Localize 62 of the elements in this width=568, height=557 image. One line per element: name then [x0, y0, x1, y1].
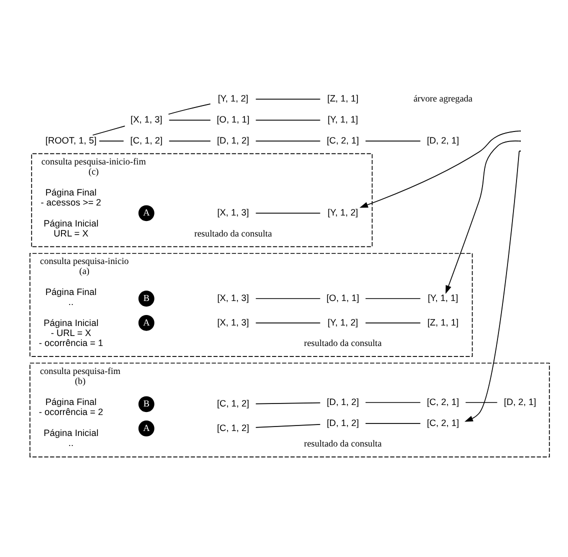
connector [365, 322, 421, 324]
connector [255, 98, 321, 100]
connector [168, 104, 211, 115]
node-text: [C, 2, 1] [426, 418, 460, 428]
node-text: [Y, 1, 2] [218, 94, 248, 104]
label: árvore agregada [413, 94, 472, 104]
connector [365, 423, 421, 424]
node-circle: A [138, 205, 154, 222]
node-text: [C, 1, 2] [130, 135, 163, 146]
connector [255, 424, 321, 428]
node-text: [Y, 1, 1] [328, 114, 358, 125]
node-text: [C, 2, 1] [426, 396, 460, 407]
connector [255, 298, 321, 300]
connector [255, 402, 321, 404]
node-text: [Y, 1, 1] [428, 292, 458, 303]
node-text: Página Inicial .. [44, 428, 98, 448]
label: resultado da consulta [194, 228, 272, 238]
connector [98, 140, 124, 142]
connector [255, 140, 321, 142]
node-text: [X, 1, 3] [130, 114, 162, 125]
node-text: Página Final .. [45, 287, 97, 308]
connector [465, 402, 498, 403]
connector [255, 212, 321, 214]
label: resultado da consulta [304, 338, 382, 348]
node-circle: B [138, 396, 154, 412]
node-text: [C, 1, 2] [216, 398, 250, 409]
node-text: [D, 2, 1] [426, 135, 460, 146]
node-text: [X, 1, 3] [217, 317, 249, 328]
label: resultado da consulta [304, 438, 382, 449]
node-text: Página Inicial URL = X [44, 218, 98, 238]
node-text: [Y, 1, 2] [328, 208, 358, 218]
arrow [360, 130, 520, 208]
node-text: [D, 1, 2] [216, 135, 250, 146]
connector [255, 322, 321, 324]
arrow [446, 140, 520, 294]
connector [365, 402, 421, 403]
connector [168, 120, 211, 121]
node-circle: A [138, 420, 154, 436]
node-text: [X, 1, 3] [217, 208, 249, 218]
node-text: [Y, 1, 2] [328, 317, 358, 328]
connector [365, 298, 421, 300]
connector [255, 120, 321, 121]
node-text: [C, 2, 1] [326, 135, 359, 146]
node-text: Página Final - acessos >= 2 [40, 187, 102, 208]
node-text: Página Inicial - URL = X - ocorrência = 1 [38, 318, 104, 348]
node-text: [ROOT, 1, 5] [45, 135, 97, 146]
connector [365, 140, 421, 142]
node-text: [O, 1, 1] [326, 292, 360, 303]
node-circle: A [138, 314, 154, 331]
connector [92, 126, 126, 136]
node-text: [Z, 1, 1] [327, 94, 358, 104]
node-text: [D, 1, 2] [326, 396, 359, 407]
node-text: [D, 1, 2] [326, 418, 359, 428]
node-circle: B [138, 290, 154, 307]
node-text: [D, 2, 1] [504, 396, 536, 407]
node-text: [Z, 1, 1] [427, 317, 459, 328]
node-text: [O, 1, 1] [216, 114, 250, 125]
node-text: [X, 1, 3] [217, 292, 249, 303]
node-text: Página Final - ocorrência = 2 [38, 396, 104, 417]
arrow [464, 150, 520, 422]
node-text: [C, 1, 2] [216, 422, 250, 433]
connector [168, 140, 211, 142]
